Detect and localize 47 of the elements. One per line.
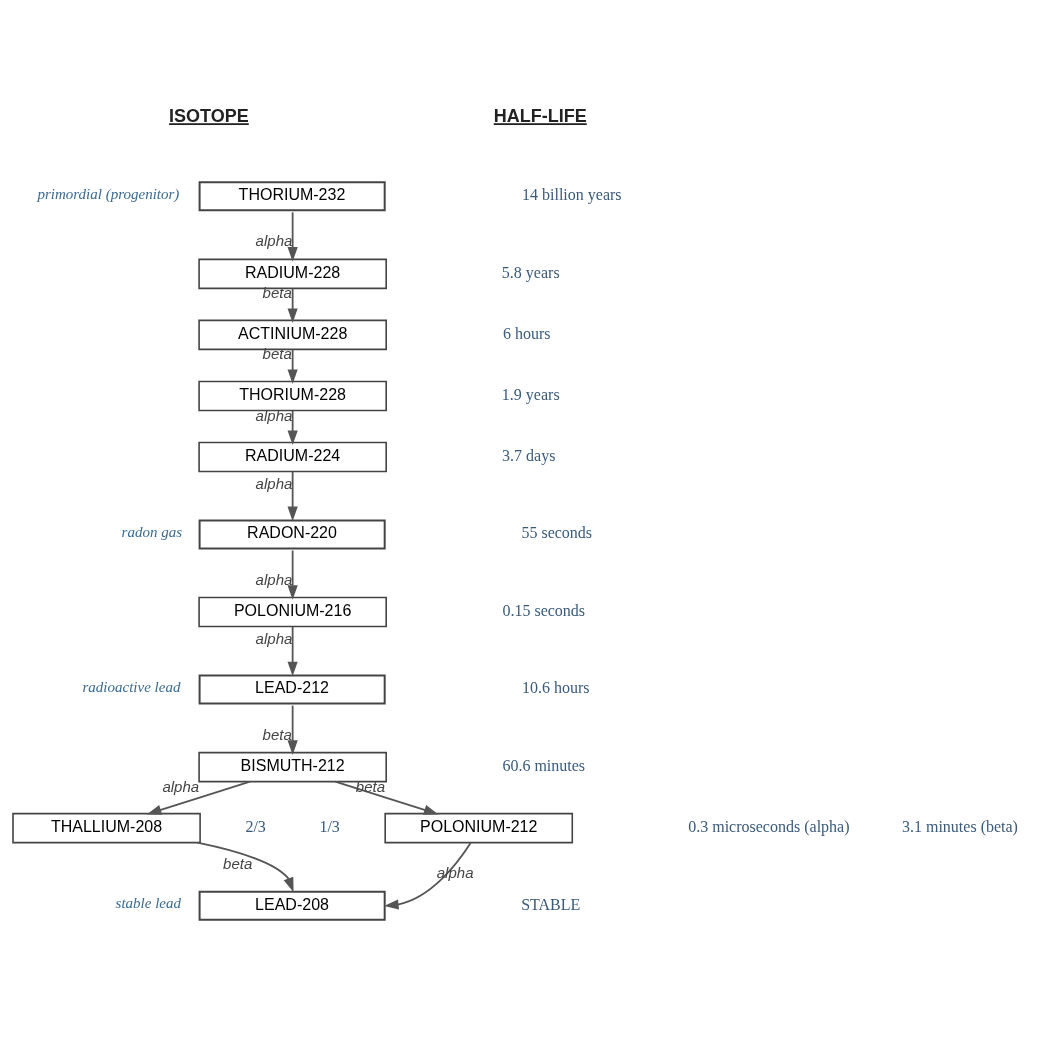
arrow bbox=[383, 841, 472, 910]
arrow bbox=[196, 841, 294, 892]
node-box: ACTINIUM-228 bbox=[197, 319, 387, 350]
node-label: radioactive lead bbox=[82, 678, 180, 695]
node-box: RADIUM-224 bbox=[197, 441, 387, 472]
label: 60.6 minutes bbox=[501, 756, 585, 774]
arrow bbox=[287, 549, 298, 600]
node-box: THORIUM-228 bbox=[197, 380, 387, 411]
node-box: RADIUM-228 bbox=[197, 258, 387, 289]
arrow bbox=[287, 704, 298, 755]
node-box: POLONIUM-216 bbox=[197, 596, 387, 627]
edge-label: alpha bbox=[255, 570, 292, 588]
label: 55 seconds bbox=[520, 523, 592, 541]
arrow bbox=[287, 625, 298, 676]
node-label: primordial (progenitor) bbox=[37, 185, 179, 202]
label: 10.6 hours bbox=[521, 678, 590, 696]
label: STABLE bbox=[520, 894, 580, 912]
edge-label: alpha bbox=[255, 474, 292, 492]
node-box: POLONIUM-212 bbox=[383, 812, 573, 843]
node-box: BISMUTH-212 bbox=[197, 751, 387, 782]
label: 6 hours bbox=[502, 324, 551, 342]
arrow bbox=[333, 780, 438, 815]
label: 0.15 seconds bbox=[501, 601, 585, 619]
node-label: radon gas bbox=[121, 523, 182, 540]
label: 2/3 bbox=[244, 817, 266, 835]
label: ISOTOPE bbox=[168, 105, 249, 126]
arrow bbox=[287, 287, 298, 323]
edge-label: alpha bbox=[255, 231, 292, 249]
node-box: THALLIUM-208 bbox=[11, 812, 201, 843]
arrow bbox=[287, 470, 298, 521]
label: 3.1 minutes (beta) bbox=[901, 817, 1018, 835]
label: 3.7 days bbox=[501, 446, 555, 464]
arrow bbox=[146, 780, 251, 815]
edge-label: beta bbox=[222, 854, 252, 872]
edge-label: beta bbox=[262, 725, 292, 743]
arrow bbox=[287, 409, 298, 445]
arrow bbox=[287, 210, 298, 262]
arrow bbox=[287, 348, 298, 384]
node-label: stable lead bbox=[115, 894, 181, 911]
label: HALF-LIFE bbox=[493, 105, 587, 126]
label: 1.9 years bbox=[501, 385, 560, 403]
edge-label: alpha bbox=[161, 777, 199, 795]
label: 0.3 microseconds (alpha) bbox=[687, 817, 850, 835]
label: 5.8 years bbox=[501, 263, 560, 281]
edge-label: alpha bbox=[255, 629, 292, 647]
label: 1/3 bbox=[318, 817, 340, 835]
label: 14 billion years bbox=[521, 185, 622, 203]
